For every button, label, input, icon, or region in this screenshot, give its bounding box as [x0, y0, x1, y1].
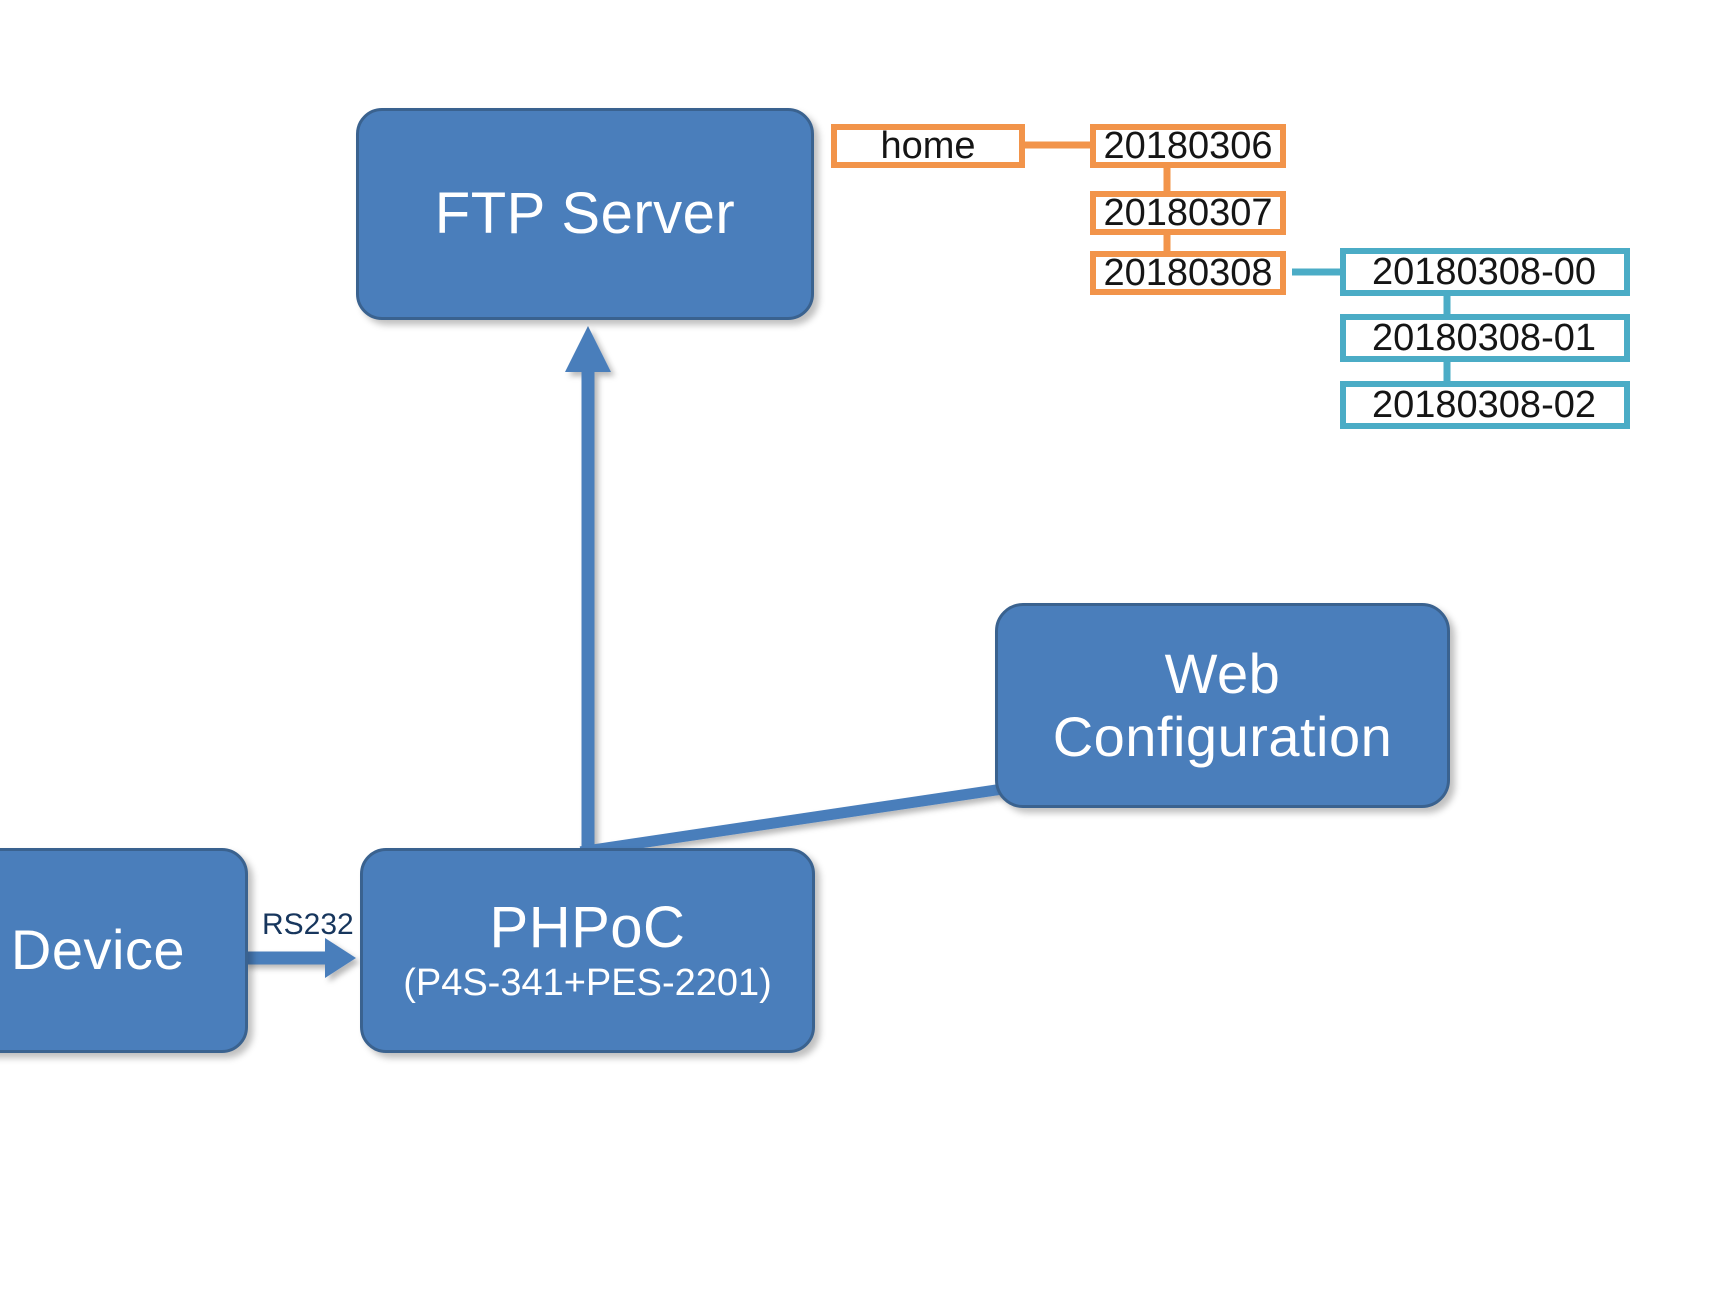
node-web-configuration[interactable]: Web Configuration	[995, 603, 1450, 808]
tree-node-20180308-01[interactable]: 20180308-01	[1340, 314, 1630, 362]
node-phpoc-title: PHPoC	[489, 894, 686, 960]
arrow-device-to-phpoc	[243, 938, 356, 978]
tree-node-20180308-00[interactable]: 20180308-00	[1340, 248, 1630, 296]
tree-node-20180306-label: 20180306	[1103, 124, 1273, 167]
tree-node-20180307[interactable]: 20180307	[1090, 191, 1286, 235]
node-phpoc[interactable]: PHPoC (P4S-341+PES-2201)	[360, 848, 815, 1053]
tree-node-20180308[interactable]: 20180308	[1090, 251, 1286, 295]
tree-node-20180308-01-label: 20180308-01	[1372, 316, 1596, 359]
tree-node-20180308-label: 20180308	[1103, 251, 1273, 294]
tree-node-20180308-02-label: 20180308-02	[1372, 383, 1596, 426]
tree-node-home[interactable]: home	[831, 124, 1025, 168]
arrow-phpoc-to-ftp	[565, 326, 611, 852]
tree-node-20180308-02[interactable]: 20180308-02	[1340, 381, 1630, 429]
edge-label-rs232: RS232	[262, 908, 354, 941]
node-ftp-server-title: FTP Server	[434, 180, 736, 246]
tree-node-20180306[interactable]: 20180306	[1090, 124, 1286, 168]
tree-node-home-label: home	[880, 124, 976, 167]
tree-node-20180307-label: 20180307	[1103, 191, 1273, 234]
node-device[interactable]: Device	[0, 848, 248, 1053]
node-web-configuration-line1: Web	[1164, 641, 1281, 705]
tree-node-20180308-00-label: 20180308-00	[1372, 250, 1596, 293]
node-phpoc-subtitle: (P4S-341+PES-2201)	[403, 962, 772, 1005]
node-web-configuration-line2: Configuration	[1052, 704, 1393, 768]
node-device-title: Device	[10, 918, 186, 982]
node-ftp-server[interactable]: FTP Server	[356, 108, 814, 320]
